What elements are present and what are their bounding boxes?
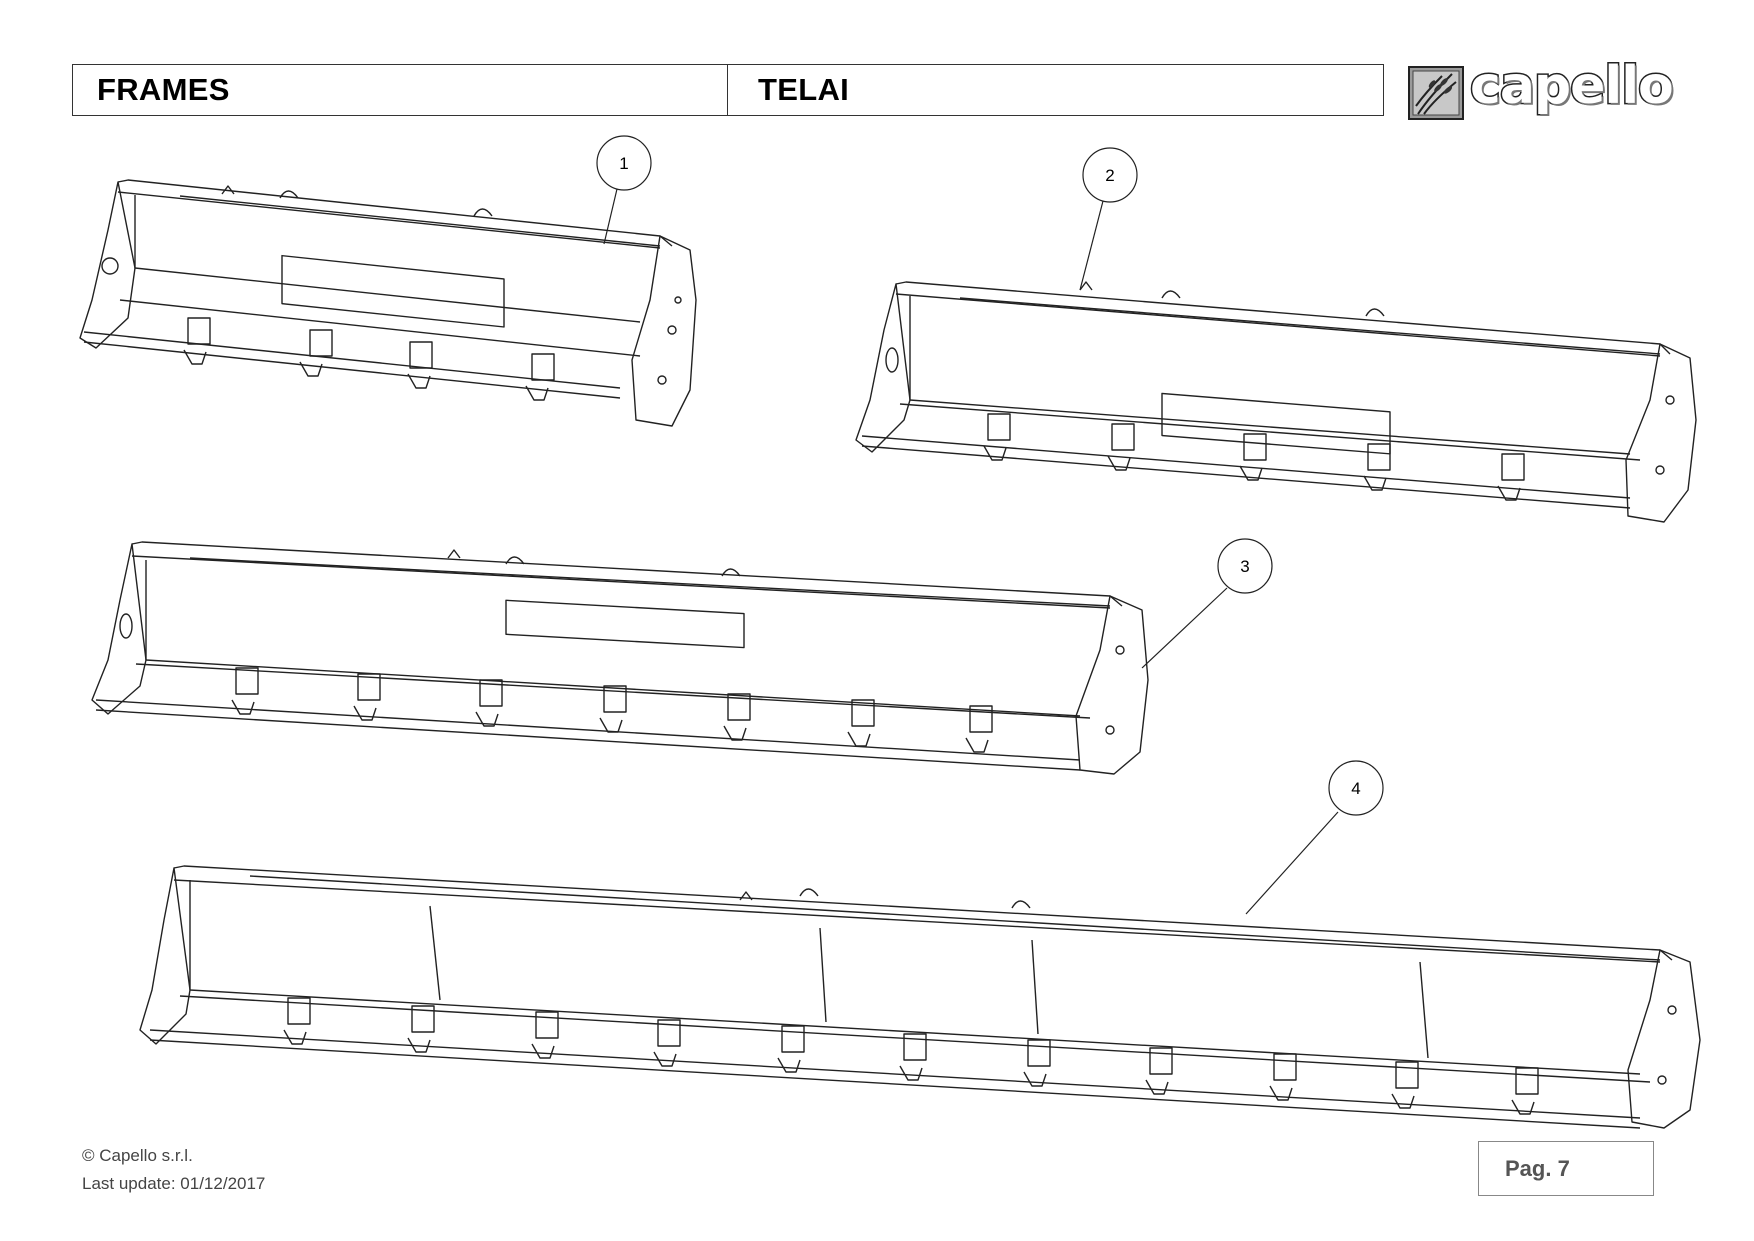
frame-2-drawing <box>855 281 1697 523</box>
wheat-emblem-icon <box>1408 66 1464 120</box>
footer-info: © Capello s.r.l. Last update: 01/12/2017 <box>82 1142 265 1198</box>
callout-3-label: 3 <box>1240 557 1249 576</box>
callout-3: 3 <box>1141 538 1273 669</box>
callout-2-label: 2 <box>1105 166 1114 185</box>
frame-3-drawing <box>91 541 1149 775</box>
callout-4: 4 <box>1245 760 1384 915</box>
callout-1: 1 <box>596 135 652 245</box>
title-english: FRAMES <box>73 65 728 115</box>
capello-logo: capello <box>1408 59 1675 120</box>
callout-2: 2 <box>1079 147 1138 291</box>
frame-4-drawing <box>139 865 1701 1129</box>
title-box: FRAMES TELAI <box>72 64 1384 116</box>
callout-1-label: 1 <box>619 154 628 173</box>
logo-wordmark: capello <box>1469 56 1676 116</box>
last-update-text: Last update: 01/12/2017 <box>82 1174 266 1193</box>
callout-4-label: 4 <box>1351 779 1360 798</box>
frame-1-drawing <box>79 179 697 427</box>
page-number: Pag. 7 <box>1478 1141 1654 1196</box>
title-italian: TELAI <box>758 72 850 107</box>
copyright-text: © Capello s.r.l. <box>82 1146 193 1165</box>
